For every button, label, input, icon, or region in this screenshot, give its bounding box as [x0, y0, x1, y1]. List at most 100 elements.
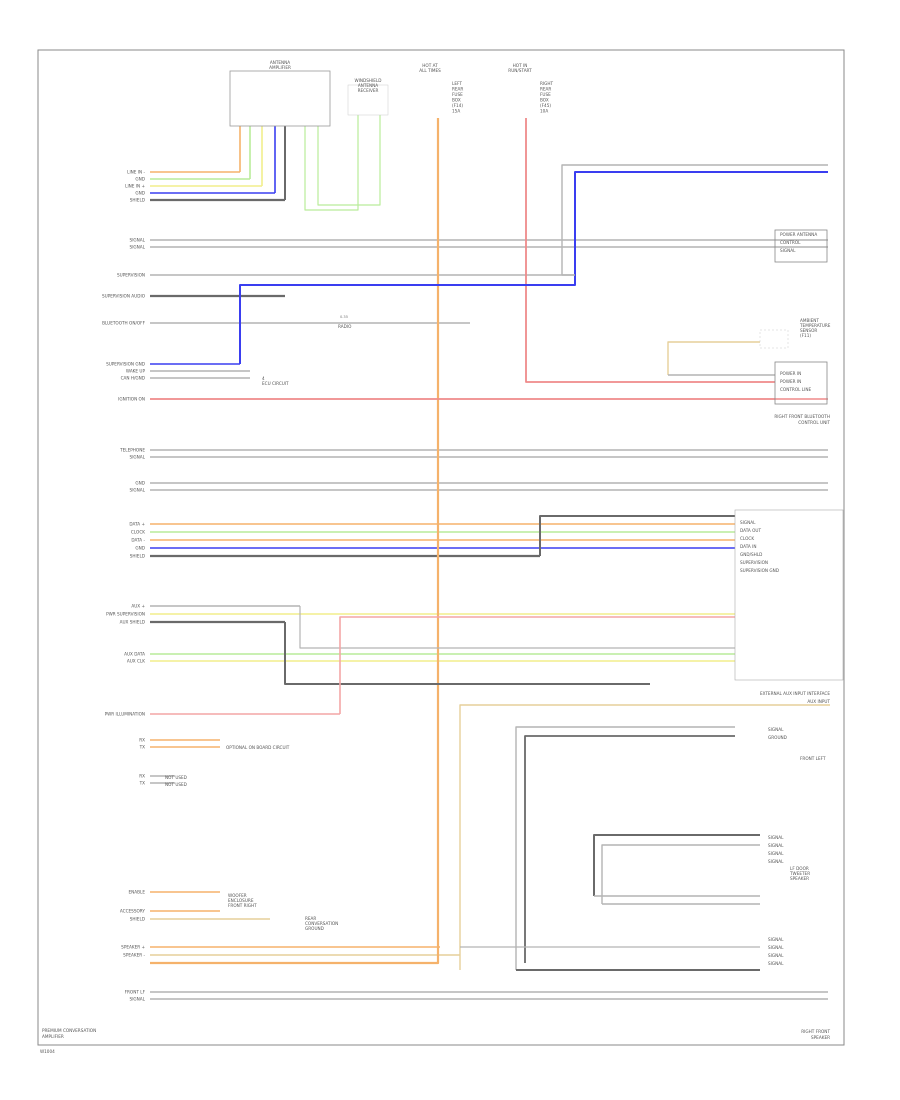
windshield-antenna-box [347, 84, 389, 116]
left-label-22: SHIELD [130, 554, 145, 559]
aux-input-interface-box [734, 509, 844, 681]
illum-wire [339, 616, 735, 714]
cd-pin-0: SIGNAL [740, 520, 756, 525]
fuse-left-desc-1: REAR [452, 87, 463, 92]
ground-note-2: GROUND [305, 926, 324, 931]
left-label-20: DATA - [131, 538, 145, 543]
cd-unit-name-0: EXTERNAL AUX INPUT INTERFACE [760, 691, 830, 696]
left-label-2: LINE IN + [125, 184, 145, 189]
footer-code: W1004 [40, 1049, 55, 1054]
windshield-riser-b [317, 115, 381, 206]
left-label-26: AUX DATA [124, 652, 145, 657]
cd-pin-3: DATA IN [740, 544, 757, 549]
ground-note-0: REAR [305, 916, 316, 921]
fuse-note-0: 4 [262, 376, 265, 381]
tweeter-pin-2: SIGNAL [768, 851, 784, 856]
blue-top-loop [239, 171, 828, 364]
sub-name-0: RIGHT FRONT [801, 1029, 830, 1034]
left-label-8: SUPERVISION AUDIO [102, 294, 146, 299]
fuse-left-desc-0: LEFT [452, 81, 462, 86]
left-label-5: SIGNAL [130, 238, 146, 243]
tweeter-name-2: SPEAKER [790, 876, 809, 881]
ground-note-1: CONVERSATION [305, 921, 338, 926]
left-label-33: ENABLE [129, 890, 146, 895]
power-antenna-box [774, 229, 828, 263]
antenna-amp-label-1: AMPLIFIER [269, 65, 291, 70]
sub-pin-2: SIGNAL [768, 953, 784, 958]
left-label-31: RX [139, 774, 145, 779]
red-main-feed [525, 118, 775, 383]
left-label-1: GND [135, 177, 145, 182]
cd-unit-sub: AUX INPUT [807, 699, 830, 704]
tan-feed [459, 704, 830, 970]
left-label-4: SHIELD [130, 198, 145, 203]
left-label-10: SUPERVISION GND [106, 362, 145, 367]
sub-pin-0: SIGNAL [768, 937, 784, 942]
ambient-label-1: TEMPERATURE [799, 323, 831, 328]
ctrl-pin-2: CONTROL LINE [780, 387, 811, 392]
not-used-note-0: NOT USED [165, 775, 187, 780]
ambient-label-3: (F11) [800, 333, 811, 338]
spk-front-left-b [524, 735, 735, 963]
left-label-21: GND [135, 546, 145, 551]
fuse-right-desc-0: RIGHT [540, 81, 554, 86]
left-label-36: SPEAKER + [121, 945, 145, 950]
power-amp-label-2: SIGNAL [780, 248, 796, 253]
option-note: OPTIONAL ON BOARD CIRCUIT [226, 745, 290, 750]
left-label-0: LINE IN - [127, 170, 145, 175]
tweeter-name-0: LF DOOR [790, 866, 809, 871]
windshield-riser-a [304, 115, 359, 211]
left-label-11: WAKE UP [126, 369, 146, 374]
fuse-note-1: ECU CIRCUIT [262, 381, 289, 386]
fuse-right-desc-5: 10A [540, 109, 548, 114]
windshield-label-1: ANTENNA [358, 83, 378, 88]
tweeter-pin-3: SIGNAL [768, 859, 784, 864]
left-label-6: SIGNAL [130, 245, 146, 250]
fuse-left-label-0: HOT AT [422, 63, 438, 68]
fuse-right-desc-3: BOX [540, 98, 549, 103]
left-label-19: CLOCK [131, 530, 145, 535]
ctrl-pin-1: POWER IN [780, 379, 801, 384]
left-label-30: TX [139, 745, 146, 750]
windshield-label-2: RECEIVER [358, 88, 379, 93]
left-label-37: SPEAKER - [123, 953, 145, 958]
not-used-note-1: NOT USED [165, 782, 187, 787]
sub-pin-3: SIGNAL [768, 961, 784, 966]
left-label-28: PWR ILLUMINATION [105, 712, 145, 717]
left-label-3: GND [135, 191, 145, 196]
cd-pin-1: DATA OUT [740, 528, 761, 533]
fuse-left-desc-3: BOX [452, 98, 461, 103]
sub-pin-1: SIGNAL [768, 945, 784, 950]
left-label-14: TELEPHONE [119, 448, 145, 453]
tweeter-name-1: TWEETER [789, 871, 810, 876]
left-label-23: AUX + [131, 604, 145, 609]
left-label-12: CAN H/GND [121, 376, 145, 381]
cd-pin-4: GND/SHLD [740, 552, 762, 557]
left-label-18: DATA + [129, 522, 145, 527]
ambient-sensor-box [759, 329, 789, 349]
ctrl-pin-0: POWER IN [780, 371, 801, 376]
ctrl-unit-name-1: CONTROL UNIT [798, 420, 830, 425]
bluetooth-control-unit-box [774, 361, 828, 405]
fuse-right-desc-1: REAR [540, 87, 551, 92]
left-label-7: SUPERVISION [117, 273, 145, 278]
power-amp-label-1: CONTROL [780, 240, 801, 245]
front-left-name: FRONT LEFT [800, 756, 826, 761]
antenna-amplifier-box [229, 70, 331, 127]
fuse-right-desc-2: FUSE [540, 92, 551, 97]
left-label-25: AUX SHIELD [120, 620, 145, 625]
left-label-39: SIGNAL [130, 997, 146, 1002]
left-label-15: SIGNAL [130, 455, 146, 460]
tweeter-pin-0: SIGNAL [768, 835, 784, 840]
left-module-name-1: AMPLIFIER [42, 1034, 64, 1039]
ambient-wire [667, 341, 760, 375]
aux-shield-bus [284, 622, 650, 685]
sub-note-0: WOOFER [228, 893, 247, 898]
fuse-left-desc-2: FUSE [452, 92, 463, 97]
left-label-29: RX [139, 738, 145, 743]
diagram-border [37, 49, 845, 1046]
front-left-pin-1: GROUND [768, 735, 787, 740]
ambient-label-2: SENSOR [800, 328, 817, 333]
gray-top-loop [561, 164, 828, 276]
left-label-27: AUX CLK [127, 659, 145, 664]
